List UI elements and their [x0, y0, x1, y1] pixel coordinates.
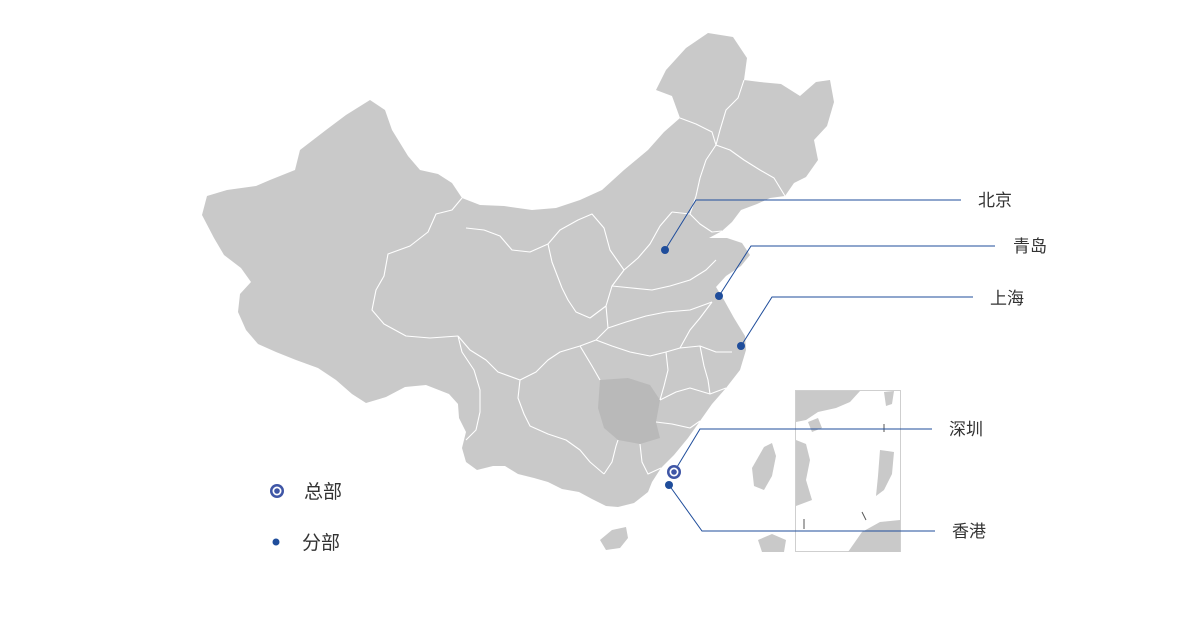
legend-hq-icon: [270, 484, 284, 498]
leader-beijing: [664, 199, 961, 251]
inset-taiwan: [884, 391, 894, 406]
legend-hq-label: 总部: [304, 481, 342, 503]
label-shenzhen: 深圳: [949, 420, 983, 440]
branch-dot-icon: [737, 342, 745, 350]
legend: 总部 分部: [270, 481, 342, 554]
label-beijing: 北京: [978, 191, 1012, 211]
inset-coast-top: [796, 391, 860, 422]
province-borders: [371, 79, 786, 475]
highlight-province: [598, 378, 660, 444]
mainland-shape: [202, 33, 834, 507]
city-labels: 北京 青岛 上海 深圳 香港: [949, 191, 1047, 542]
label-qingdao: 青岛: [1013, 237, 1047, 257]
city-markers: [661, 246, 745, 489]
south-china-sea-inset: [758, 390, 901, 552]
legend-branch-label: 分部: [302, 532, 340, 554]
inset-borneo-west: [758, 534, 786, 552]
china-landmass: [202, 33, 834, 550]
legend-branch-icon: [272, 538, 280, 546]
leader-qingdao: [718, 245, 995, 297]
branch-dot-icon: [665, 481, 673, 489]
leader-shanghai: [740, 296, 973, 347]
label-hongkong: 香港: [952, 522, 986, 542]
branch-dot-icon: [661, 246, 669, 254]
leader-shenzhen: [673, 428, 932, 473]
leader-hongkong: [668, 484, 935, 532]
hainan-island: [600, 527, 628, 550]
inset-mark-2: [861, 511, 867, 521]
inset-philippines: [876, 450, 894, 496]
inset-vietnam-coast: [796, 440, 812, 506]
inset-borneo: [848, 520, 900, 552]
leader-lines: [664, 199, 995, 532]
branch-dot-icon: [715, 292, 723, 300]
hq-ring-icon: [667, 465, 681, 479]
label-shanghai: 上海: [990, 289, 1024, 309]
taiwan-island: [752, 443, 776, 490]
